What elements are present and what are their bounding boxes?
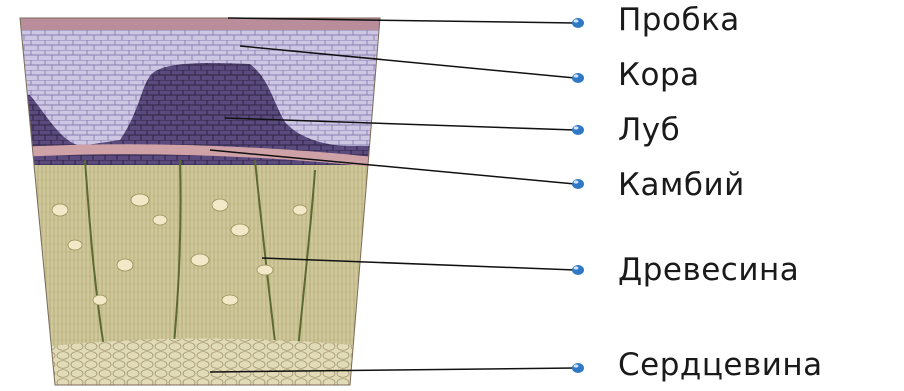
label-cork: Пробка <box>618 5 740 36</box>
bullet-cortex <box>572 73 584 83</box>
bullet-highlight-pith <box>574 364 579 367</box>
label-phloem: Луб <box>618 115 680 146</box>
leader-bullets <box>572 18 584 373</box>
bullet-phloem <box>572 125 584 135</box>
bullet-highlight-phloem <box>574 126 579 129</box>
cork-layer <box>0 14 420 30</box>
label-wood: Древесина <box>618 255 799 286</box>
label-pith: Сердцевина <box>618 350 823 381</box>
bullet-pith <box>572 363 584 373</box>
label-cambium: Камбий <box>618 170 745 201</box>
pith-layer <box>0 339 420 388</box>
bullet-highlight-cork <box>574 19 579 22</box>
label-cortex: Кора <box>618 60 700 91</box>
bullet-wood <box>572 265 584 275</box>
trunk-tissue-layers <box>0 14 420 387</box>
cork-highlight <box>0 14 420 18</box>
bullet-highlight-cambium <box>574 180 579 183</box>
bullet-highlight-cortex <box>574 74 579 77</box>
bullet-cambium <box>572 179 584 189</box>
bullet-highlight-wood <box>574 266 579 269</box>
bullet-cork <box>572 18 584 28</box>
